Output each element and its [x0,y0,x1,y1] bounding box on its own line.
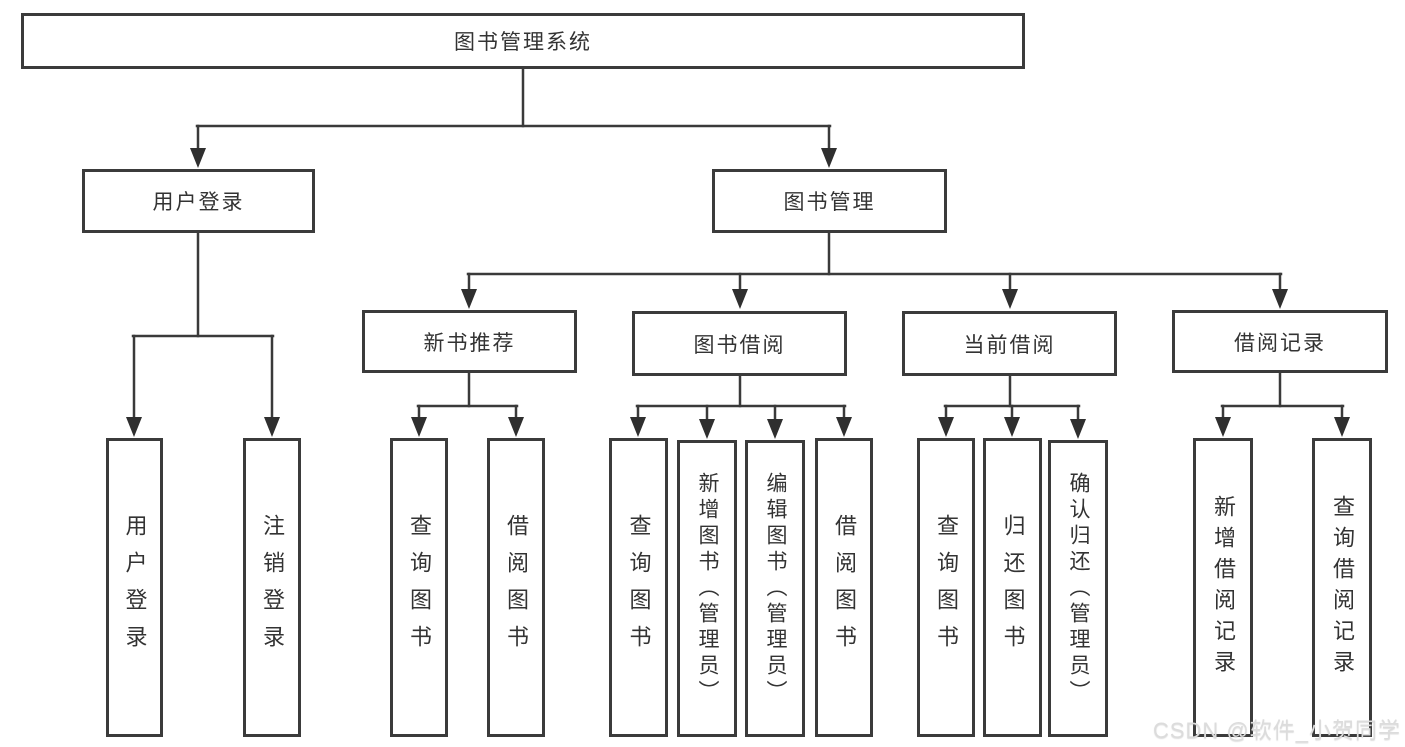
node-book-management: 图书管理 [712,169,947,233]
node-label: 当前借阅 [963,333,1056,357]
leaf-add-books-admin: 新增图书（管理员） [677,440,737,737]
node-root-system: 图书管理系统 [21,13,1025,69]
node-label: 图书管理 [783,191,876,214]
leaf-user-login: 用户登录 [106,438,163,737]
leaf-query-books-borrow: 查询图书 [609,438,668,737]
node-label: 图书管理系统 [454,31,592,54]
node-label: 新增图书（管理员） [696,471,719,706]
leaf-confirm-return-admin: 确认归还（管理员） [1048,440,1108,737]
leaf-logout: 注销登录 [243,438,301,737]
node-label: 图书借阅 [693,333,786,357]
node-label: 新书推荐 [423,331,516,355]
node-label: 查询图书 [407,513,432,662]
leaf-return-books: 归还图书 [983,438,1042,737]
node-label: 编辑图书（管理员） [764,471,787,706]
node-label: 查询图书 [934,513,959,662]
node-label: 新增借阅记录 [1211,494,1236,681]
node-label: 查询借阅记录 [1330,494,1355,681]
node-new-book-recommend: 新书推荐 [362,310,577,373]
node-user-login: 用户登录 [82,169,315,233]
node-label: 用户登录 [122,513,148,662]
leaf-query-borrow-record: 查询借阅记录 [1312,438,1372,737]
node-label: 归还图书 [1000,513,1026,662]
node-label: 借阅图书 [504,513,529,662]
leaf-add-borrow-record: 新增借阅记录 [1193,438,1253,737]
leaf-query-books-current: 查询图书 [917,438,975,737]
leaf-borrow-books-recommend: 借阅图书 [487,438,545,737]
leaf-query-books-recommend: 查询图书 [390,438,448,737]
watermark: CSDN @软件_小贺同学 [1152,718,1401,743]
node-current-borrow: 当前借阅 [902,311,1117,376]
node-book-borrow: 图书借阅 [632,311,847,376]
node-borrow-records: 借阅记录 [1172,310,1388,373]
node-label: 确认归还（管理员） [1067,471,1090,706]
leaf-edit-books-admin: 编辑图书（管理员） [745,440,805,737]
leaf-borrow-books: 借阅图书 [815,438,873,737]
node-label: 查询图书 [626,513,652,662]
node-label: 借阅图书 [832,513,857,662]
node-label: 注销登录 [260,513,285,662]
node-label: 用户登录 [152,191,245,214]
node-label: 借阅记录 [1234,331,1326,355]
arrowheads [126,148,1350,439]
